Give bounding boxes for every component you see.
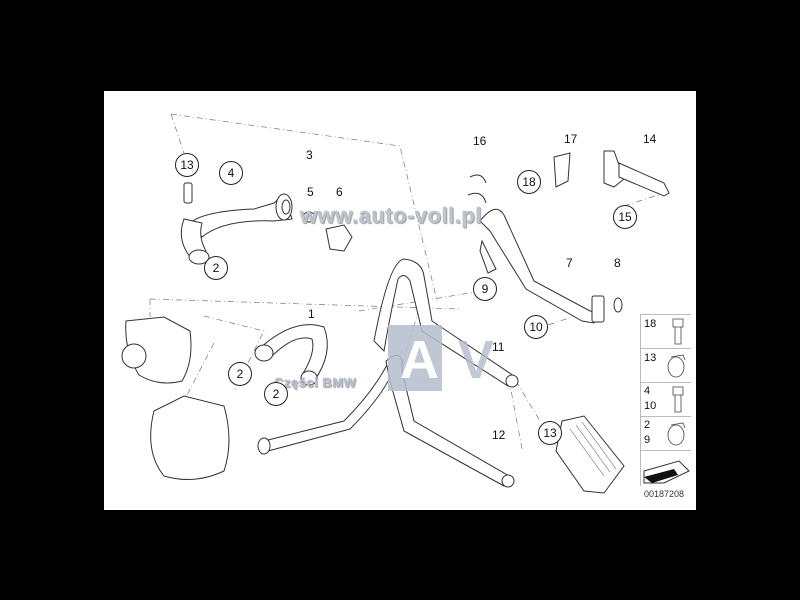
logo-letter-a: A bbox=[400, 330, 439, 390]
callout-10[interactable]: 10 bbox=[524, 315, 548, 339]
watermark-caption: Części BMW bbox=[274, 375, 357, 390]
label-16[interactable]: 16 bbox=[473, 134, 487, 148]
fastener-legend: 18 13 4 10 2 9 bbox=[640, 314, 691, 486]
legend-row: 4 10 bbox=[641, 383, 691, 417]
hose-clamp-icon bbox=[667, 422, 686, 446]
label-17[interactable]: 17 bbox=[564, 132, 578, 146]
watermark-url: www.auto-voll.pl bbox=[300, 203, 482, 228]
label-6[interactable]: 6 bbox=[336, 185, 343, 199]
bolt-icon bbox=[672, 386, 684, 413]
diagram-id: 00187208 bbox=[644, 489, 685, 499]
callout-2[interactable]: 2 bbox=[204, 256, 228, 280]
callout-18[interactable]: 18 bbox=[517, 170, 541, 194]
callout-4[interactable]: 4 bbox=[219, 161, 243, 185]
callout-9[interactable]: 9 bbox=[473, 277, 497, 301]
callout-15[interactable]: 15 bbox=[613, 205, 637, 229]
legend-row: 18 bbox=[641, 314, 691, 349]
legend-row: 2 9 bbox=[641, 417, 691, 451]
legend-row-direction-arrow bbox=[641, 451, 691, 486]
label-11[interactable]: 11 bbox=[492, 340, 505, 354]
bolt-icon bbox=[672, 318, 684, 345]
label-12[interactable]: 12 bbox=[492, 428, 506, 442]
label-7[interactable]: 7 bbox=[566, 256, 573, 270]
label-14[interactable]: 14 bbox=[643, 132, 657, 146]
label-8[interactable]: 8 bbox=[614, 256, 621, 270]
label-1[interactable]: 1 bbox=[308, 307, 315, 321]
parts-diagram: A V www.auto-voll.pl Części BMW 13 4 2 2… bbox=[104, 91, 696, 510]
logo-letter-v: V bbox=[458, 330, 495, 390]
callout-2[interactable]: 2 bbox=[228, 362, 252, 386]
hose-clamp-icon bbox=[667, 354, 686, 378]
callout-13[interactable]: 13 bbox=[538, 421, 562, 445]
watermark-logo: A V bbox=[388, 325, 514, 391]
label-3[interactable]: 3 bbox=[306, 148, 313, 162]
legend-row: 13 bbox=[641, 349, 691, 383]
callout-2[interactable]: 2 bbox=[264, 382, 288, 406]
callout-13[interactable]: 13 bbox=[175, 153, 199, 177]
label-5[interactable]: 5 bbox=[307, 185, 314, 199]
diagram-drawing bbox=[121, 113, 690, 494]
